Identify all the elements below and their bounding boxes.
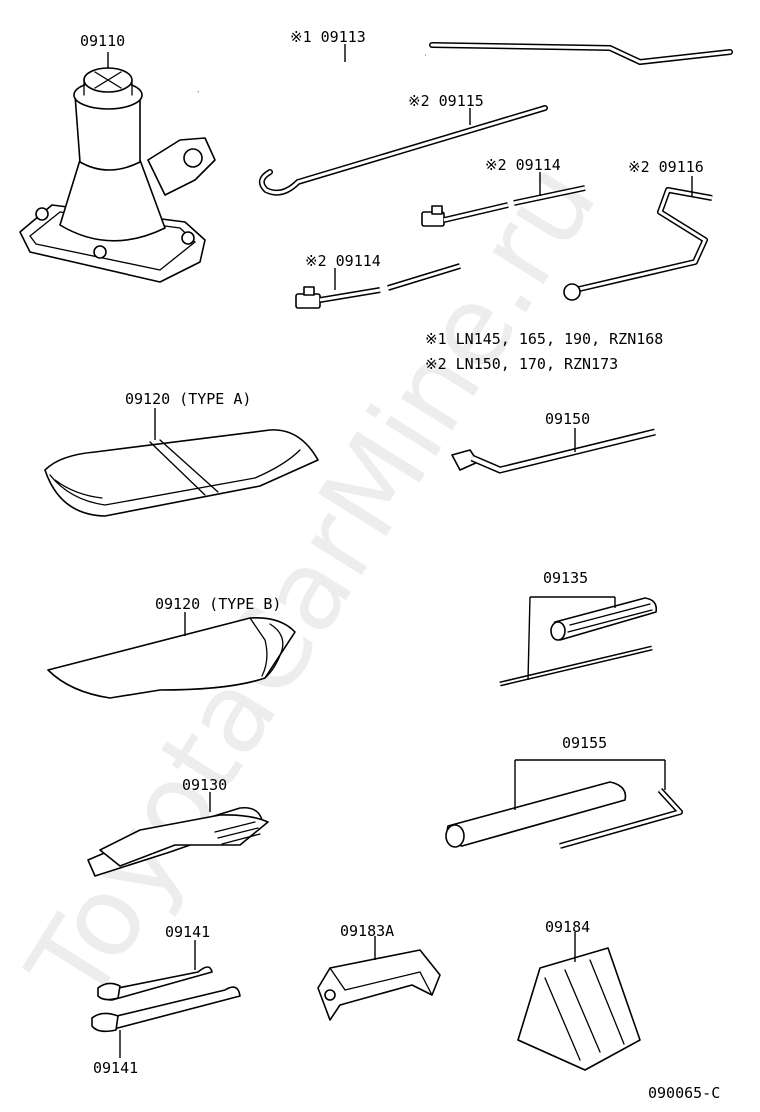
label-jack: 09110 bbox=[80, 32, 125, 50]
screwdriver-drawing: 09135 bbox=[499, 569, 658, 687]
label-crank: ※2 09116 bbox=[628, 158, 704, 176]
label-bag-b: 09120 (TYPE B) bbox=[155, 595, 281, 613]
label-handle-2: ※2 09115 bbox=[408, 92, 484, 110]
label-spanner-top: 09141 bbox=[165, 923, 210, 941]
tool-bag-a-drawing: 09120 (TYPE A) bbox=[44, 390, 319, 517]
towing-hook-drawing: 09183A bbox=[317, 922, 441, 1021]
box-wrench-drawing: 09155 bbox=[445, 734, 683, 849]
tool-bag-b-drawing: 09120 (TYPE B) bbox=[47, 595, 296, 699]
label-handle-1: ※1 09113 bbox=[290, 28, 366, 46]
extension-lower-drawing: ※2 09114 bbox=[295, 252, 461, 309]
note-1: ※1 LN145, 165, 190, RZN168 bbox=[425, 330, 663, 348]
pliers-drawing: 09130 bbox=[87, 776, 269, 877]
label-ext-b: ※2 09114 bbox=[305, 252, 381, 270]
label-hook: 09183A bbox=[340, 922, 394, 940]
jack-drawing: 09110 bbox=[19, 32, 216, 283]
notes: ※1 LN145, 165, 190, RZN168 ※2 LN150, 170… bbox=[425, 330, 663, 373]
watermark: ToyotaCarMine.ru bbox=[3, 141, 621, 1025]
spanners-drawing: 09141 09141 bbox=[91, 923, 241, 1077]
handle-09115-drawing: ※2 09115 bbox=[258, 92, 548, 196]
label-pliers: 09130 bbox=[182, 776, 227, 794]
diagram-code: 090065-C bbox=[648, 1084, 720, 1102]
handle-09113-drawing: ※1 09113 bbox=[192, 28, 733, 111]
label-chock: 09184 bbox=[545, 918, 590, 936]
label-bag-a: 09120 (TYPE A) bbox=[125, 390, 251, 408]
label-box-wrench: 09155 bbox=[562, 734, 607, 752]
lug-wrench-drawing: 09150 bbox=[451, 410, 656, 474]
label-screwdriver: 09135 bbox=[543, 569, 588, 587]
extension-upper-drawing: ※2 09114 bbox=[421, 156, 586, 227]
label-spanner-bottom: 09141 bbox=[93, 1059, 138, 1077]
watermark-text: ToyotaCarMine.ru bbox=[3, 141, 621, 1025]
label-ext-a: ※2 09114 bbox=[485, 156, 561, 174]
note-2: ※2 LN150, 170, RZN173 bbox=[425, 355, 618, 373]
crank-drawing: ※2 09116 bbox=[563, 158, 713, 301]
wheel-chock-drawing: 09184 bbox=[517, 918, 641, 1071]
label-wrench: 09150 bbox=[545, 410, 590, 428]
